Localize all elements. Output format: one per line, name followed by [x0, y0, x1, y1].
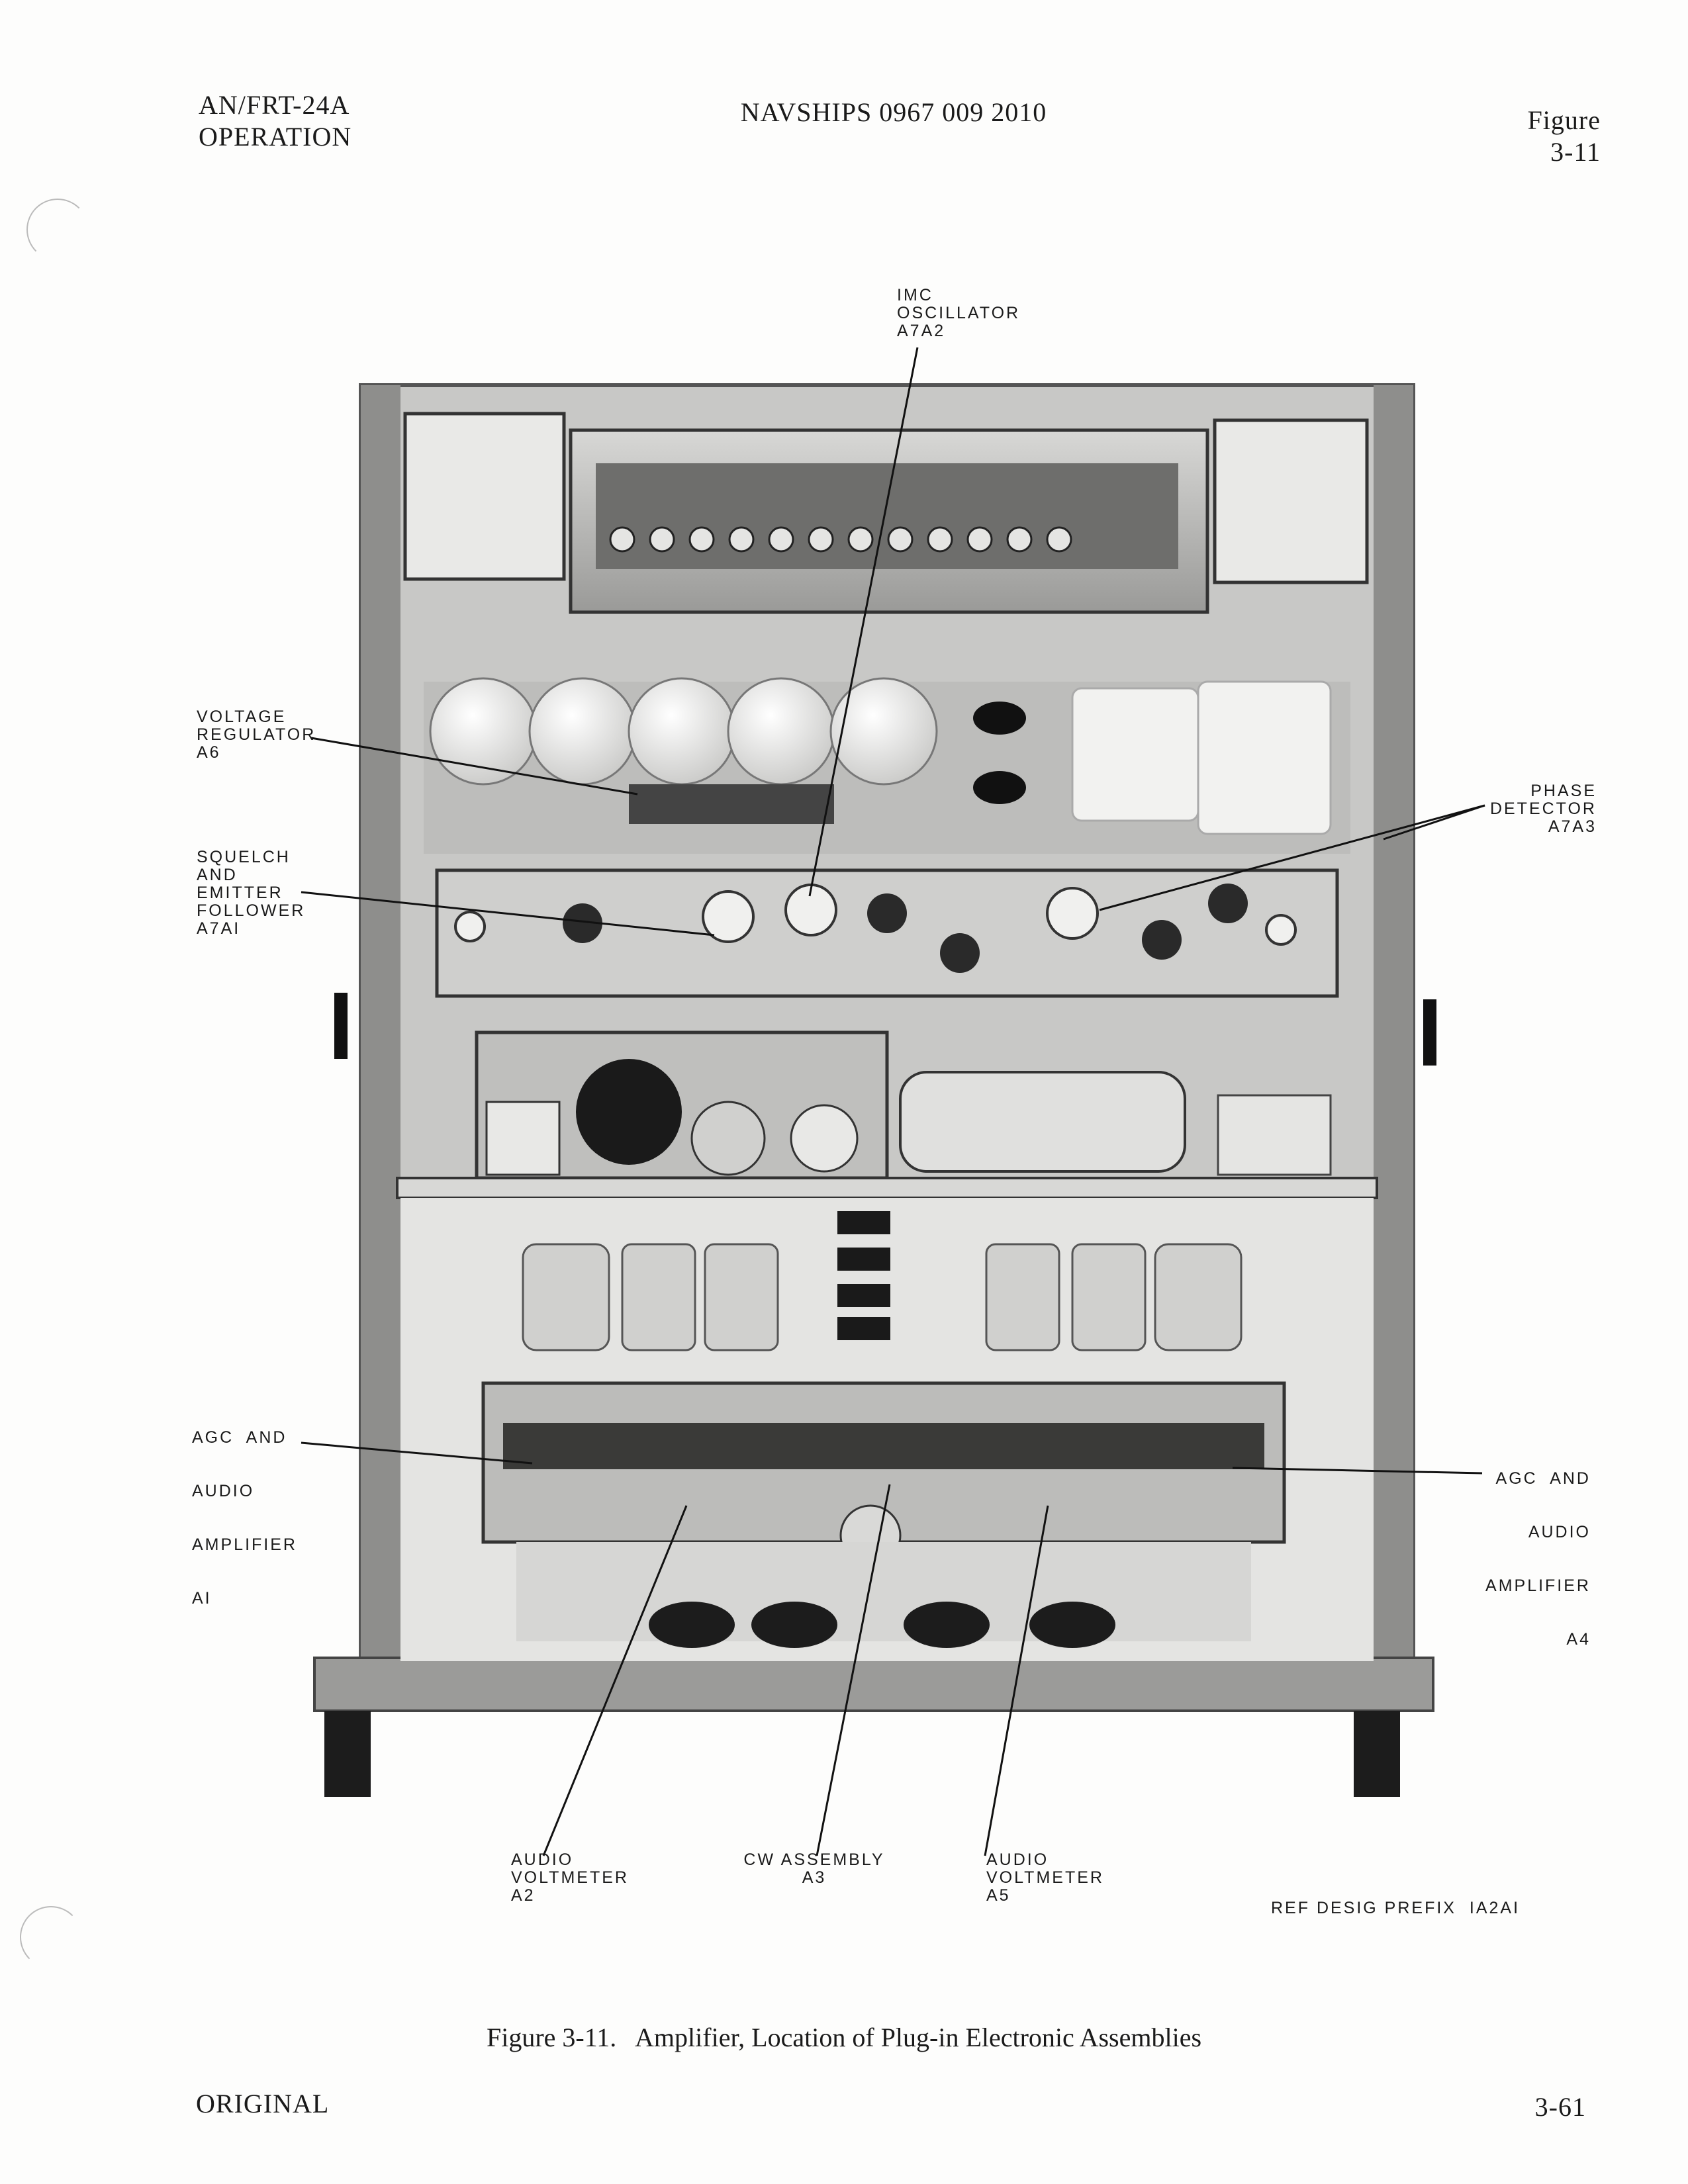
- leader-imc-oscillator: [808, 347, 919, 897]
- callout-audio-voltmeter-a2: AUDIO VOLTMETER A2: [511, 1851, 629, 1905]
- callout-line: CW ASSEMBLY: [743, 1850, 885, 1869]
- callout-line: VOLTAGE: [197, 707, 287, 726]
- leader-audio-voltmeter-a5: [984, 1505, 1049, 1856]
- callout-line: REGULATOR: [197, 725, 316, 744]
- callout-agc-right: AGC AND AUDIO AMPLIFIER A4: [1390, 1434, 1591, 1684]
- callout-line: A7AI: [197, 919, 241, 938]
- section-title: OPERATION: [199, 122, 352, 152]
- callout-line: A7A2: [897, 322, 946, 340]
- callout-line: AUDIO: [986, 1850, 1049, 1869]
- callout-line: VOLTMETER: [986, 1868, 1104, 1887]
- callout-line: AGC AND: [1495, 1469, 1591, 1488]
- callout-line: AMPLIFIER: [1485, 1576, 1591, 1595]
- callout-cw-assembly: CW ASSEMBLY A3: [715, 1851, 914, 1887]
- callout-line: FOLLOWER: [197, 901, 306, 920]
- leader-phase-detector: [1099, 804, 1485, 911]
- callout-line: AGC AND: [192, 1428, 287, 1447]
- callout-imc-oscillator: IMC OSCILLATOR A7A2: [897, 287, 1020, 340]
- callout-line: VOLTMETER: [511, 1868, 629, 1887]
- callout-line: PHASE: [1530, 782, 1597, 800]
- leader-agc-right: [1232, 1467, 1483, 1475]
- callout-line: EMITTER: [197, 884, 283, 902]
- callout-line: A7A3: [1548, 817, 1597, 836]
- callout-line: AI: [192, 1589, 212, 1608]
- equipment-id: AN/FRT-24A: [199, 90, 350, 120]
- callout-line: AND: [197, 866, 238, 884]
- punch-hole: [20, 1906, 82, 1968]
- callout-audio-voltmeter-a5: AUDIO VOLTMETER A5: [986, 1851, 1104, 1905]
- punch-hole: [26, 199, 89, 261]
- figure-number: 3-11: [1550, 137, 1601, 167]
- leader-squelch: [301, 891, 715, 936]
- callout-line: SQUELCH: [197, 848, 291, 866]
- callout-line: A4: [1566, 1630, 1591, 1649]
- callout-line: DETECTOR: [1489, 799, 1597, 818]
- leader-cw-assembly: [816, 1484, 891, 1856]
- callout-voltage-regulator: VOLTAGE REGULATOR A6: [197, 708, 316, 762]
- callout-line: IMC: [897, 286, 933, 304]
- callout-squelch: SQUELCH AND EMITTER FOLLOWER A7AI: [197, 848, 305, 938]
- header-right: Figure 3-11: [1390, 105, 1601, 168]
- callout-line: AUDIO: [1528, 1523, 1591, 1541]
- doc-number: NAVSHIPS 0967 009 2010: [740, 97, 1047, 127]
- callout-phase-detector: PHASE DETECTOR A7A3: [1390, 782, 1597, 836]
- page-number: 3-61: [1534, 2092, 1586, 2122]
- leader-audio-voltmeter-a2: [542, 1505, 688, 1856]
- callout-agc-left: AGC AND AUDIO AMPLIFIER AI: [192, 1393, 297, 1643]
- leader-agc-left: [301, 1441, 533, 1465]
- callout-line: A3: [802, 1868, 827, 1887]
- callout-line: AUDIO: [192, 1482, 255, 1500]
- figure-word: Figure: [1527, 105, 1601, 135]
- figure-caption: Figure 3-11. Amplifier, Location of Plug…: [486, 2023, 1202, 2052]
- callout-line: AUDIO: [511, 1850, 574, 1869]
- callout-line: A6: [197, 743, 221, 762]
- callout-line: AMPLIFIER: [192, 1535, 297, 1554]
- leader-voltage-regulator: [310, 737, 638, 796]
- callout-line: A2: [511, 1886, 536, 1905]
- footer-status: ORIGINAL: [196, 2089, 330, 2118]
- callout-line: OSCILLATOR: [897, 304, 1021, 322]
- callout-line: A5: [986, 1886, 1011, 1905]
- ref-desig-prefix: REF DESIG PREFIX IA2AI: [1271, 1899, 1521, 1917]
- header-left: AN/FRT-24A OPERATION: [199, 89, 352, 153]
